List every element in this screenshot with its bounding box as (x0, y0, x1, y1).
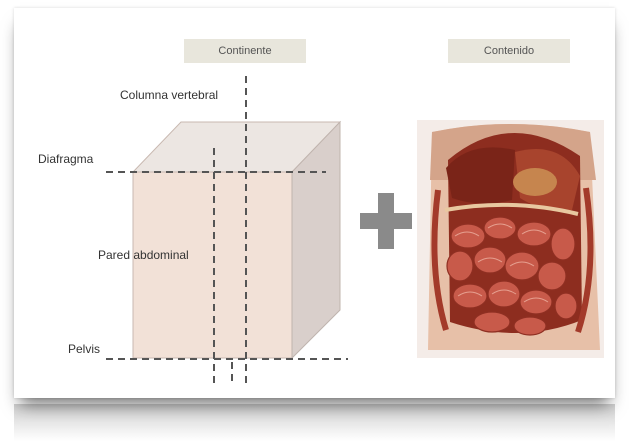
label-columna-vertebral: Columna vertebral (120, 88, 218, 102)
plus-icon (360, 193, 412, 249)
abdominal-organs-illustration (417, 120, 604, 358)
label-pelvis: Pelvis (68, 342, 100, 356)
label-diafragma: Diafragma (38, 152, 93, 166)
label-pared-abdominal: Pared abdominal (98, 248, 189, 262)
box-front-face (133, 172, 292, 358)
